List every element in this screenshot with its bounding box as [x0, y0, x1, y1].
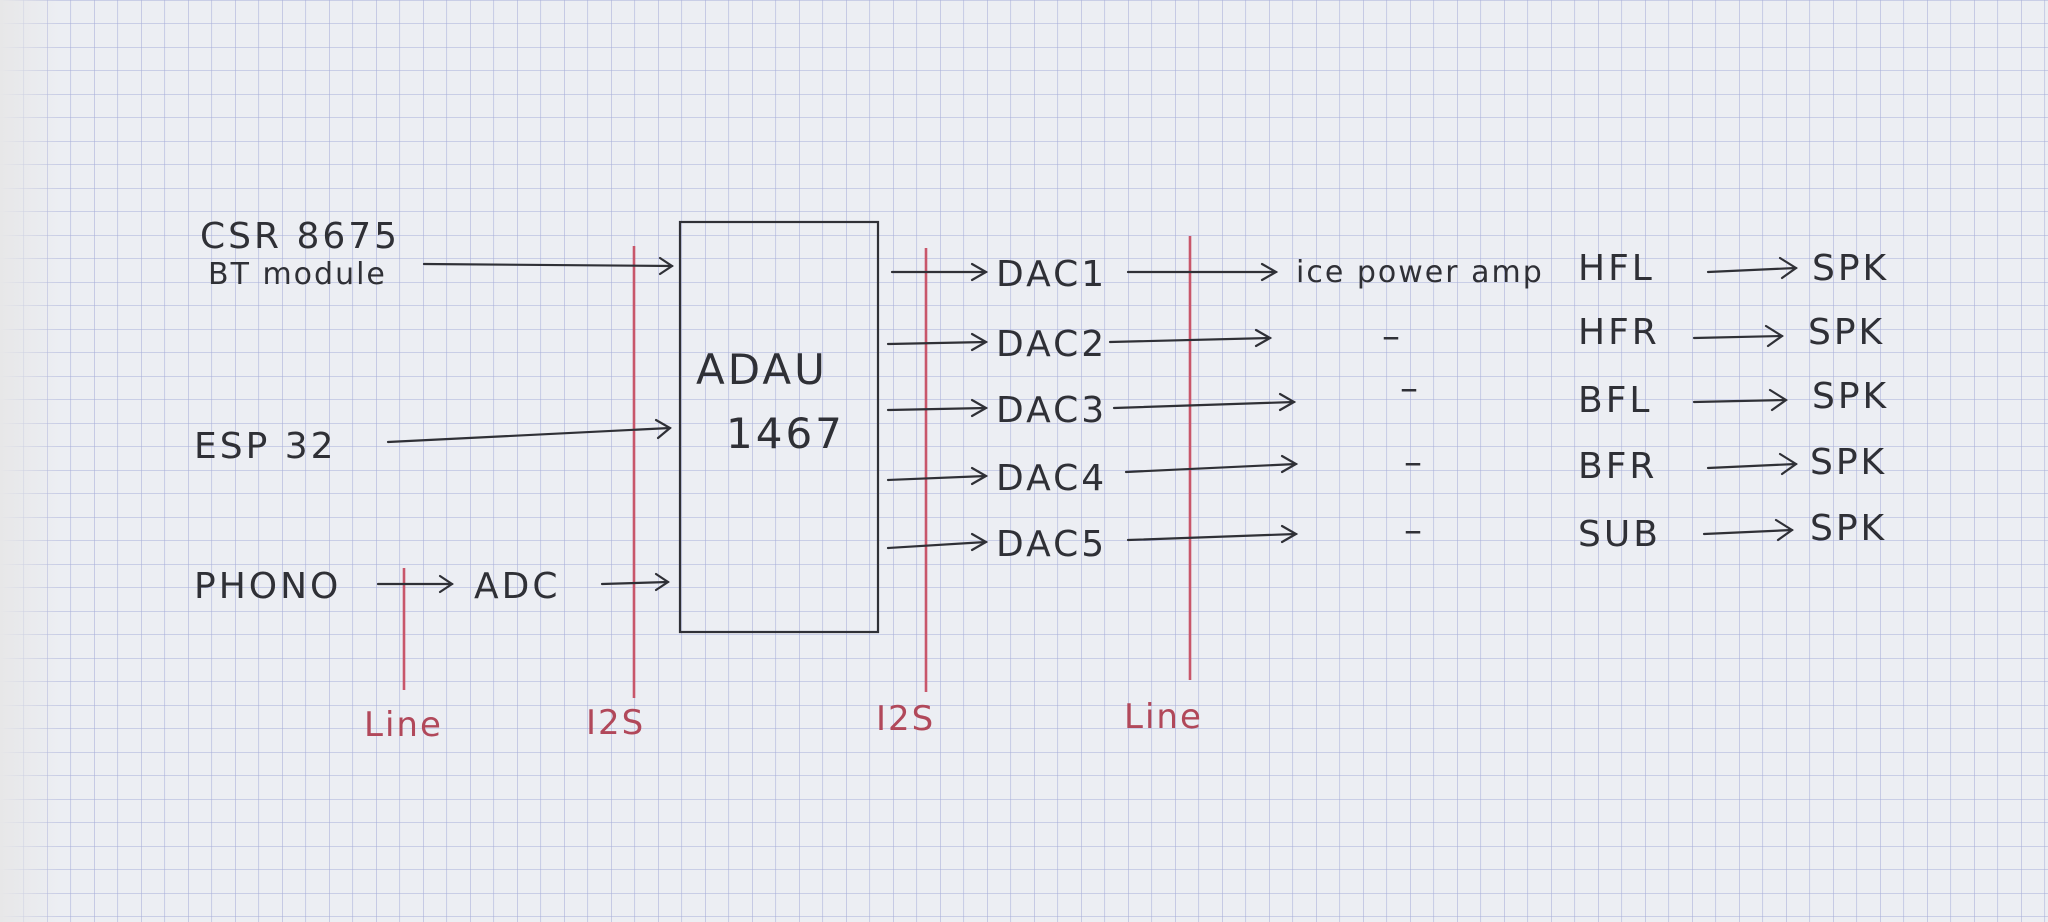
- speaker-hfl: SPK: [1812, 248, 1889, 289]
- paper-edge-shadow: [0, 0, 60, 922]
- channel-hfr: HFR: [1578, 312, 1660, 353]
- line-label-right: Line: [1124, 697, 1203, 737]
- dac1-label: DAC1: [996, 254, 1107, 295]
- amp-label: ice power amp: [1296, 255, 1544, 290]
- csr-label: CSR 8675: [200, 216, 400, 257]
- adc-label: ADC: [474, 566, 560, 607]
- arrow-adc-to-dsp: [600, 572, 670, 592]
- phono-label: PHONO: [194, 566, 341, 607]
- arrows-dsp-to-dacs: [886, 262, 989, 552]
- esp32-label: ESP 32: [194, 426, 337, 467]
- amp-ditto-3: –: [1400, 368, 1421, 409]
- arrow-phono-to-adc: [376, 574, 454, 594]
- speaker-bfl: SPK: [1812, 376, 1889, 417]
- amp-ditto-5: –: [1404, 510, 1425, 551]
- dsp-box: [678, 220, 880, 634]
- dac3-label: DAC3: [996, 390, 1107, 431]
- speaker-bfr: SPK: [1810, 442, 1887, 483]
- i2s-label-left: I2S: [586, 703, 645, 743]
- channel-sub: SUB: [1578, 514, 1661, 555]
- arrows-dacs-to-amp: [1108, 262, 1299, 544]
- line-label-left: Line: [364, 705, 443, 745]
- amp-ditto-4: –: [1404, 442, 1425, 483]
- channel-bfl: BFL: [1578, 380, 1652, 421]
- dsp-part-number: 1467: [726, 409, 845, 458]
- channel-hfl: HFL: [1578, 248, 1655, 289]
- amp-ditto-2: –: [1382, 316, 1403, 357]
- dac4-label: DAC4: [996, 458, 1107, 499]
- dsp-name: ADAU: [696, 345, 828, 394]
- channel-bfr: BFR: [1578, 446, 1657, 487]
- dac5-label: DAC5: [996, 524, 1107, 565]
- dac2-label: DAC2: [996, 324, 1107, 365]
- i2s-label-right: I2S: [876, 699, 935, 739]
- speaker-hfr: SPK: [1808, 312, 1885, 353]
- arrow-esp-to-dsp: [386, 418, 672, 444]
- speaker-sub: SPK: [1810, 508, 1887, 549]
- arrows-channels-to-speakers: [1692, 256, 1798, 542]
- arrow-csr-to-dsp: [422, 256, 674, 276]
- bt-module-label: BT module: [208, 257, 387, 292]
